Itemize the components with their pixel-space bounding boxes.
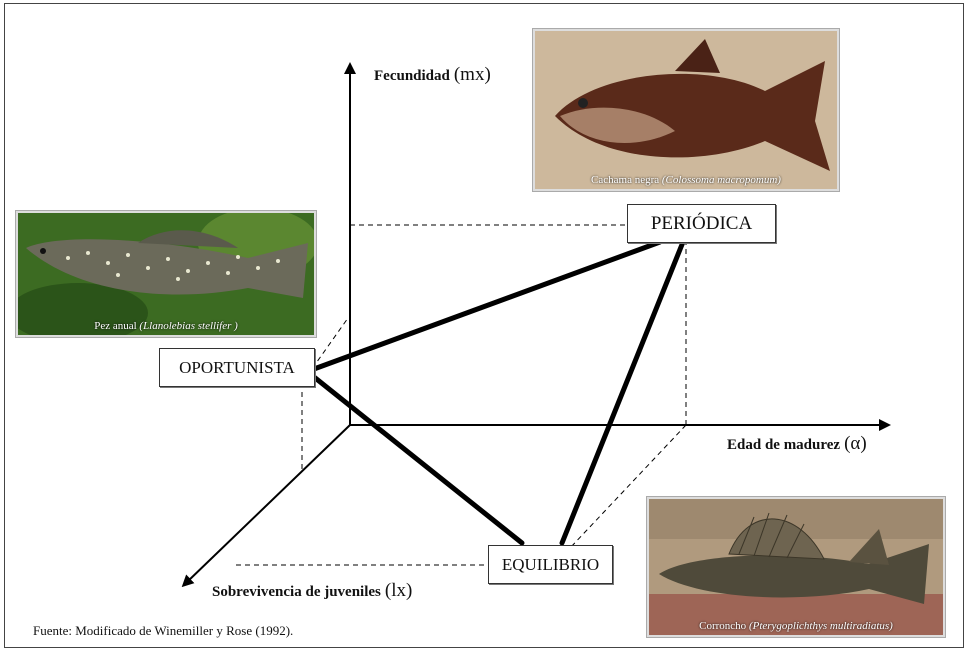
strategy-box-equilibrium: EQUILIBRIO bbox=[488, 545, 613, 584]
z-axis bbox=[186, 425, 350, 583]
source-note: Fuente: Modificado de Winemiller y Rose … bbox=[33, 623, 293, 639]
caption-pez-anual: Pez anual (Llanolebias stellifer ) bbox=[18, 320, 314, 332]
caption-corroncho-common: Corroncho bbox=[699, 620, 746, 632]
x-axis-symbol: (α) bbox=[844, 433, 867, 454]
fish-image-corroncho bbox=[649, 499, 943, 635]
strategy-box-opportunistic: OPORTUNISTA bbox=[159, 348, 315, 387]
photo-cachama-negra: Cachama negra (Colossoma macropomum) bbox=[533, 29, 839, 191]
strategy-label-periodic: PERIÓDICA bbox=[651, 213, 752, 235]
caption-pez-anual-common: Pez anual bbox=[94, 320, 136, 332]
y-axis-symbol: (mx) bbox=[454, 64, 491, 85]
strategy-triangle bbox=[314, 242, 683, 543]
y-axis-label: Fecundidad(mx) bbox=[374, 64, 491, 86]
caption-corroncho-scientific: (Pterygoplichthys multiradiatus) bbox=[749, 620, 893, 632]
caption-cachama-scientific: (Colossoma macropomum) bbox=[662, 174, 781, 186]
photo-corroncho: Corroncho (Pterygoplichthys multiradiatu… bbox=[647, 497, 945, 637]
caption-corroncho: Corroncho (Pterygoplichthys multiradiatu… bbox=[649, 620, 943, 632]
x-axis-label: Edad de madurez(α) bbox=[727, 433, 867, 455]
y-axis-label-text: Fecundidad bbox=[374, 68, 450, 84]
z-axis-label-text: Sobrevivencia de juveniles bbox=[212, 584, 381, 600]
z-axis-symbol: (lx) bbox=[385, 580, 412, 601]
fish-image-cachama bbox=[535, 31, 837, 189]
photo-pez-anual: Pez anual (Llanolebias stellifer ) bbox=[16, 211, 316, 337]
caption-pez-anual-scientific: (Llanolebias stellifer ) bbox=[139, 320, 237, 332]
caption-cachama-common: Cachama negra bbox=[591, 174, 659, 186]
caption-cachama: Cachama negra (Colossoma macropomum) bbox=[535, 174, 837, 186]
fish-image-pez-anual bbox=[18, 213, 314, 335]
strategy-label-opportunistic: OPORTUNISTA bbox=[179, 358, 295, 378]
x-axis-label-text: Edad de madurez bbox=[727, 437, 840, 453]
z-axis-label: Sobrevivencia de juveniles(lx) bbox=[212, 580, 412, 602]
strategy-box-periodic: PERIÓDICA bbox=[627, 204, 776, 243]
strategy-label-equilibrium: EQUILIBRIO bbox=[502, 555, 599, 575]
